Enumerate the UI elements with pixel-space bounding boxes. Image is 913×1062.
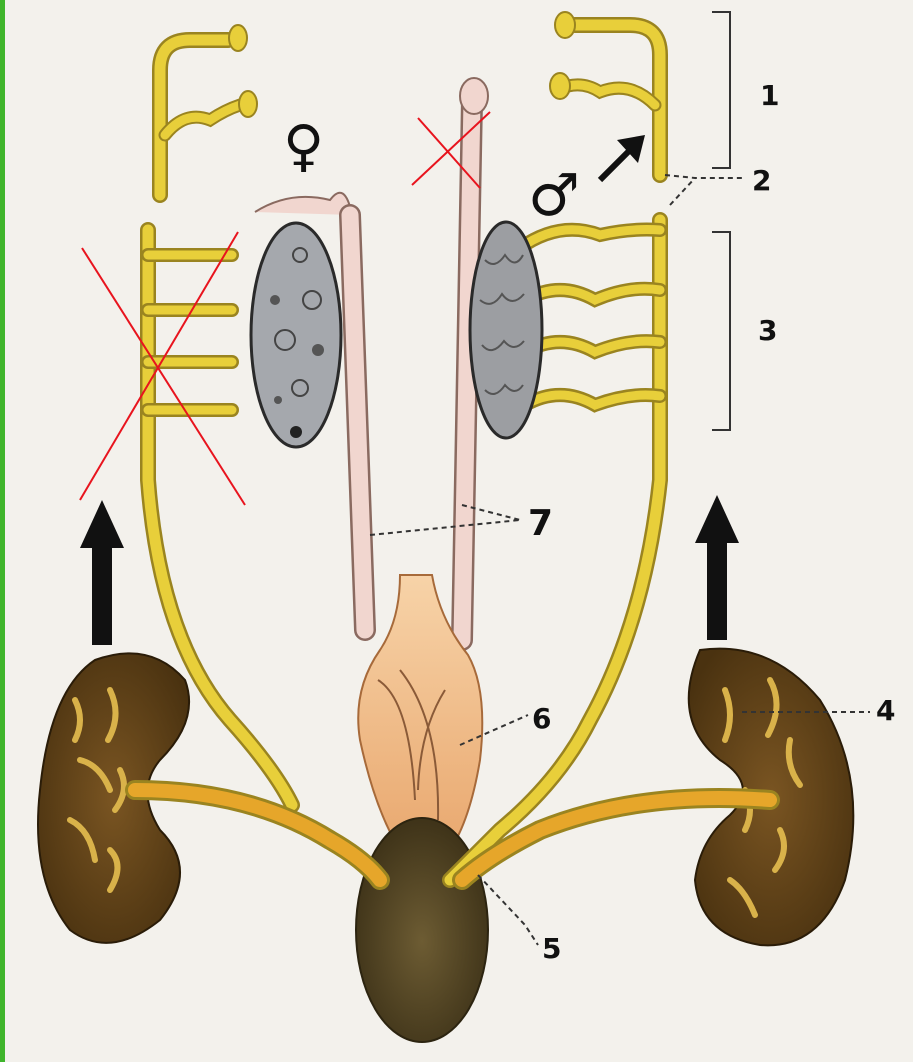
female-symbol: ♀ <box>283 114 324 179</box>
label-4: 4 <box>876 694 895 727</box>
male-upper-ducts <box>550 12 660 175</box>
label-6: 6 <box>532 702 551 735</box>
label-2: 2 <box>752 164 771 197</box>
male-small-arrow <box>600 135 645 180</box>
right-up-arrow <box>695 495 739 640</box>
left-up-arrow <box>80 500 124 645</box>
female-mesonephric-tubules <box>148 255 232 410</box>
bracket-1 <box>712 12 730 168</box>
testis <box>470 222 542 438</box>
label-7: 7 <box>528 503 553 544</box>
label-5: 5 <box>542 932 561 965</box>
male-symbol: ♂ <box>528 161 580 229</box>
female-upper-ducts <box>160 25 257 195</box>
bracket-3 <box>712 232 730 430</box>
ovary <box>251 223 341 447</box>
label-3: 3 <box>758 314 777 347</box>
label-1: 1 <box>760 79 779 112</box>
